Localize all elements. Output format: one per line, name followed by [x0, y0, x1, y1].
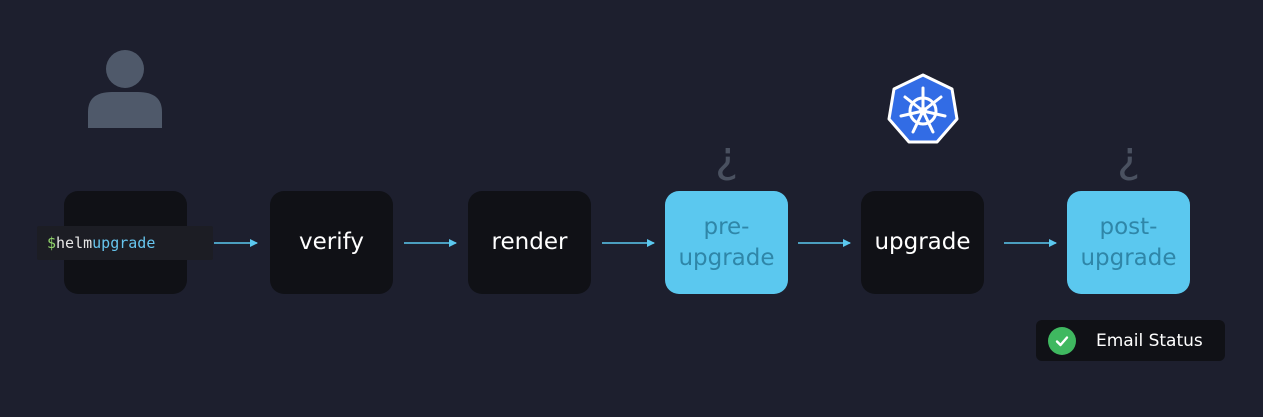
command-prompt: $ [47, 234, 57, 252]
step-label: post- upgrade [1080, 213, 1177, 271]
email-status-label: Email Status [1096, 330, 1203, 351]
command-name: helm [56, 234, 93, 252]
kubernetes-icon [887, 73, 959, 144]
step-upgrade: upgrade [861, 191, 984, 294]
hook-marker-icon: ¿ [1117, 132, 1141, 183]
step-render: render [468, 191, 591, 294]
step-pre-upgrade-hook: pre- upgrade [665, 191, 788, 294]
command-terminal: $ helm upgrade [37, 226, 213, 260]
user-icon [88, 50, 162, 128]
step-post-upgrade-hook: post- upgrade [1067, 191, 1190, 294]
step-verify: verify [270, 191, 393, 294]
check-icon [1048, 326, 1076, 355]
step-label: verify [299, 229, 364, 255]
step-label: upgrade [874, 229, 971, 255]
step-label: pre- upgrade [678, 213, 775, 271]
step-label: render [491, 229, 568, 255]
email-status-badge: Email Status [1036, 320, 1225, 361]
hook-marker-icon: ¿ [715, 132, 739, 183]
command-arg: upgrade [92, 234, 156, 252]
